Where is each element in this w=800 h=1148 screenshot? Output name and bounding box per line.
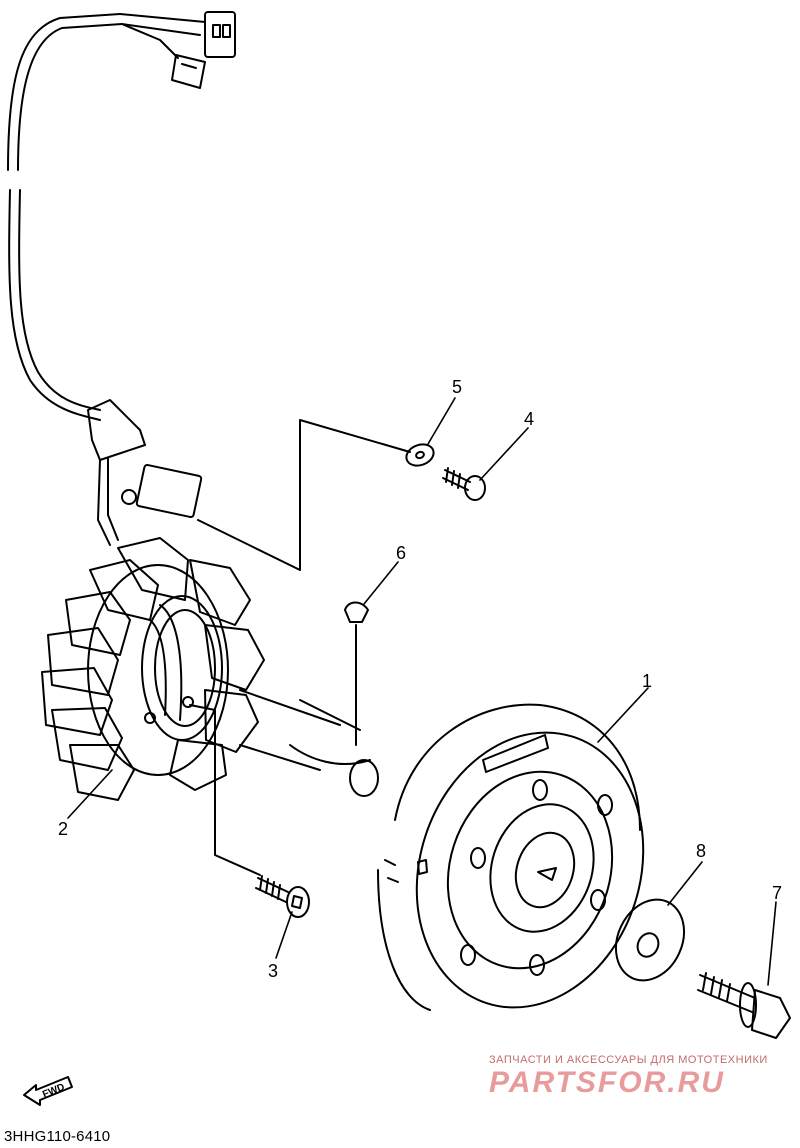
- callout-2: 2: [58, 819, 69, 839]
- callout-1: 1: [642, 671, 653, 691]
- rotor-flywheel: [377, 703, 645, 1011]
- callout-5: 5: [452, 377, 463, 397]
- watermark-tagline: ЗАПЧАСТИ И АКСЕССУАРЫ ДЛЯ МОТОТЕХНИКИ: [489, 1054, 768, 1066]
- wire-harness: [7, 11, 236, 421]
- bolt-7: [697, 972, 791, 1039]
- stator-coil: [41, 537, 265, 801]
- woodruff-key: [344, 601, 369, 746]
- fwd-label: FWD: [41, 1082, 66, 1101]
- bolt-3: [255, 875, 310, 918]
- callout-3: 3: [268, 961, 279, 981]
- callout-leaders: [67, 397, 777, 986]
- fwd-arrow-icon: FWD: [20, 1065, 80, 1114]
- drawing-code: 3HHG110-6410: [4, 1128, 111, 1145]
- washer-5: [405, 443, 435, 467]
- callout-7: 7: [772, 883, 783, 903]
- watermark-logo: PARTSFOR.RU: [489, 1066, 725, 1099]
- callout-8: 8: [696, 841, 707, 861]
- callout-6: 6: [396, 543, 407, 563]
- callout-4: 4: [524, 409, 535, 429]
- wire-grommet: [87, 399, 411, 571]
- washer-8: [614, 898, 686, 982]
- screw-4: [442, 467, 486, 501]
- crankshaft-stub: [289, 699, 379, 797]
